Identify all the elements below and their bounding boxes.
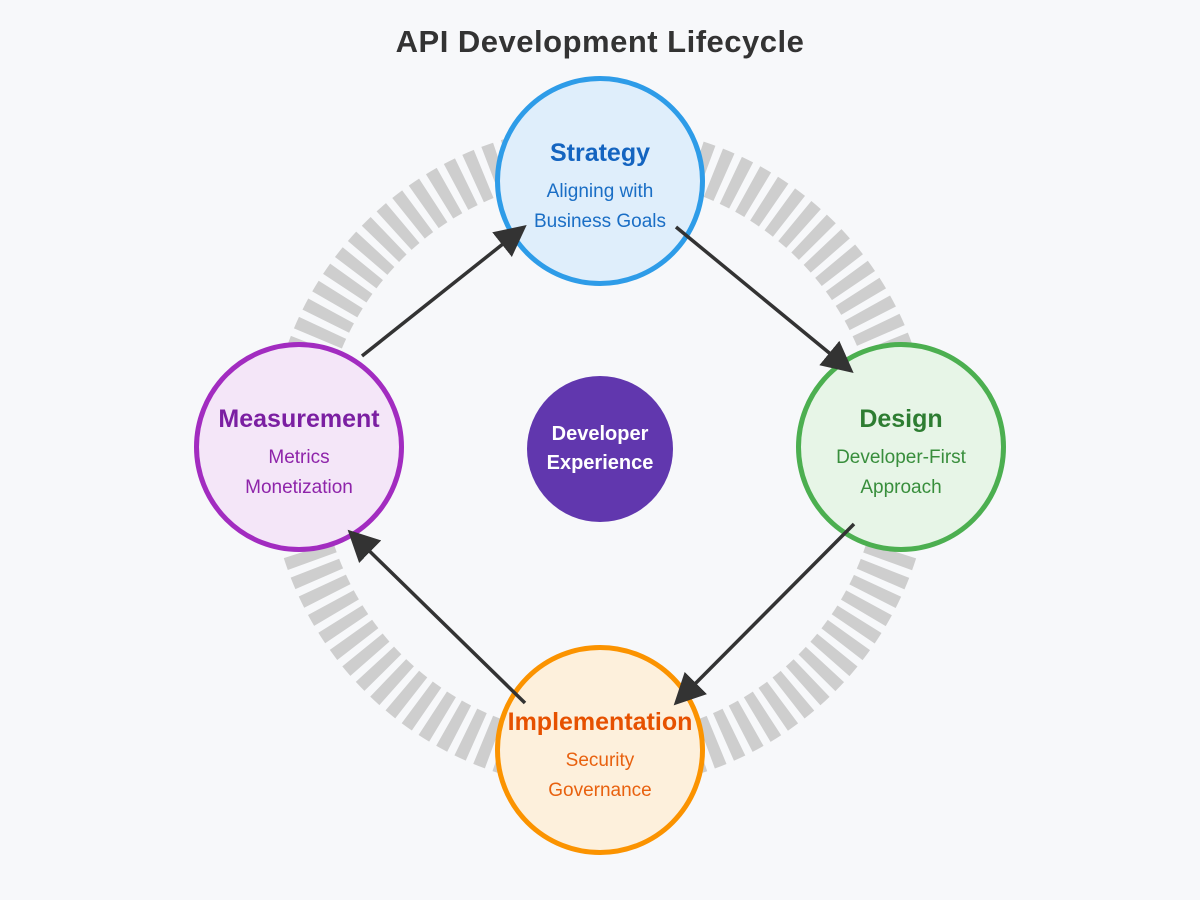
node-implementation-title: Implementation (507, 707, 693, 736)
node-strategy-subtitle-line1: Aligning with (546, 180, 654, 202)
node-measurement: Measurement Metrics Monetization (194, 342, 404, 552)
node-strategy-subtitle-line2: Business Goals (533, 210, 666, 232)
node-measurement-title: Measurement (218, 404, 380, 433)
node-strategy: Strategy Aligning with Business Goals (495, 76, 705, 286)
node-measurement-subtitle-line2: Monetization (245, 476, 353, 498)
center-label-line2: Experience (546, 452, 654, 474)
node-design: Design Developer-First Approach (796, 342, 1006, 552)
node-design-subtitle-line1: Developer-First (836, 446, 966, 468)
node-implementation-subtitle-line1: Security (565, 749, 635, 771)
page-title: API Development Lifecycle (395, 24, 805, 59)
node-developer-experience: Developer Experience (527, 376, 673, 522)
node-design-subtitle-line2: Approach (860, 476, 942, 498)
node-measurement-subtitle-line1: Metrics (268, 446, 330, 468)
node-implementation: Implementation Security Governance (495, 645, 705, 855)
node-design-title: Design (859, 404, 943, 433)
node-implementation-subtitle-line2: Governance (548, 779, 652, 801)
node-strategy-title: Strategy (549, 138, 651, 167)
center-label-line1: Developer (551, 423, 649, 445)
